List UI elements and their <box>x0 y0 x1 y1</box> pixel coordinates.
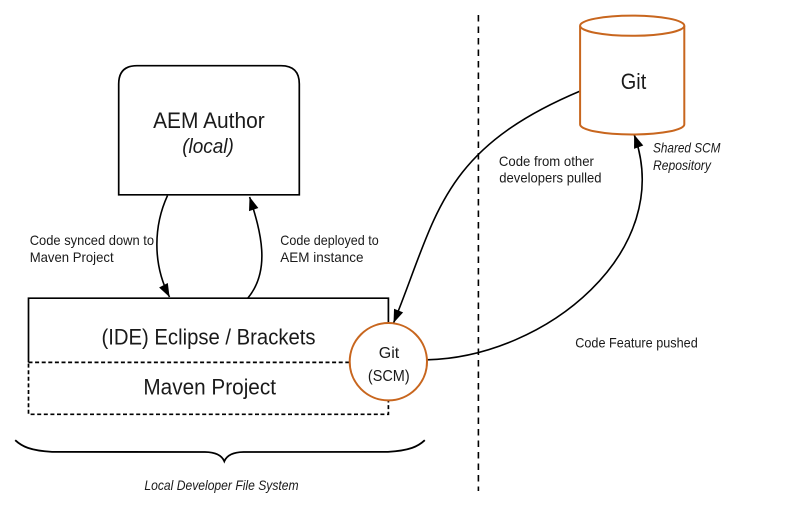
svg-text:Maven Project: Maven Project <box>30 249 114 265</box>
svg-text:Code Feature pushed: Code Feature pushed <box>575 335 698 351</box>
svg-text:Git: Git <box>621 69 647 94</box>
svg-text:Local Developer File System: Local Developer File System <box>144 477 299 493</box>
svg-text:Code synced down to: Code synced down to <box>30 232 155 248</box>
svg-text:Code from other: Code from other <box>499 153 594 169</box>
svg-text:(SCM): (SCM) <box>368 368 410 385</box>
svg-text:Repository: Repository <box>653 157 712 173</box>
svg-text:developers pulled: developers pulled <box>499 169 601 185</box>
svg-text:Git: Git <box>379 345 400 362</box>
svg-text:(local): (local) <box>182 136 234 158</box>
svg-text:Maven Project: Maven Project <box>143 374 276 399</box>
svg-text:Code deployed to: Code deployed to <box>280 232 379 248</box>
svg-text:AEM Author: AEM Author <box>153 108 265 133</box>
svg-text:AEM instance: AEM instance <box>280 249 363 265</box>
svg-text:Shared SCM: Shared SCM <box>653 140 721 156</box>
svg-text:(IDE) Eclipse / Brackets: (IDE) Eclipse / Brackets <box>102 325 316 350</box>
